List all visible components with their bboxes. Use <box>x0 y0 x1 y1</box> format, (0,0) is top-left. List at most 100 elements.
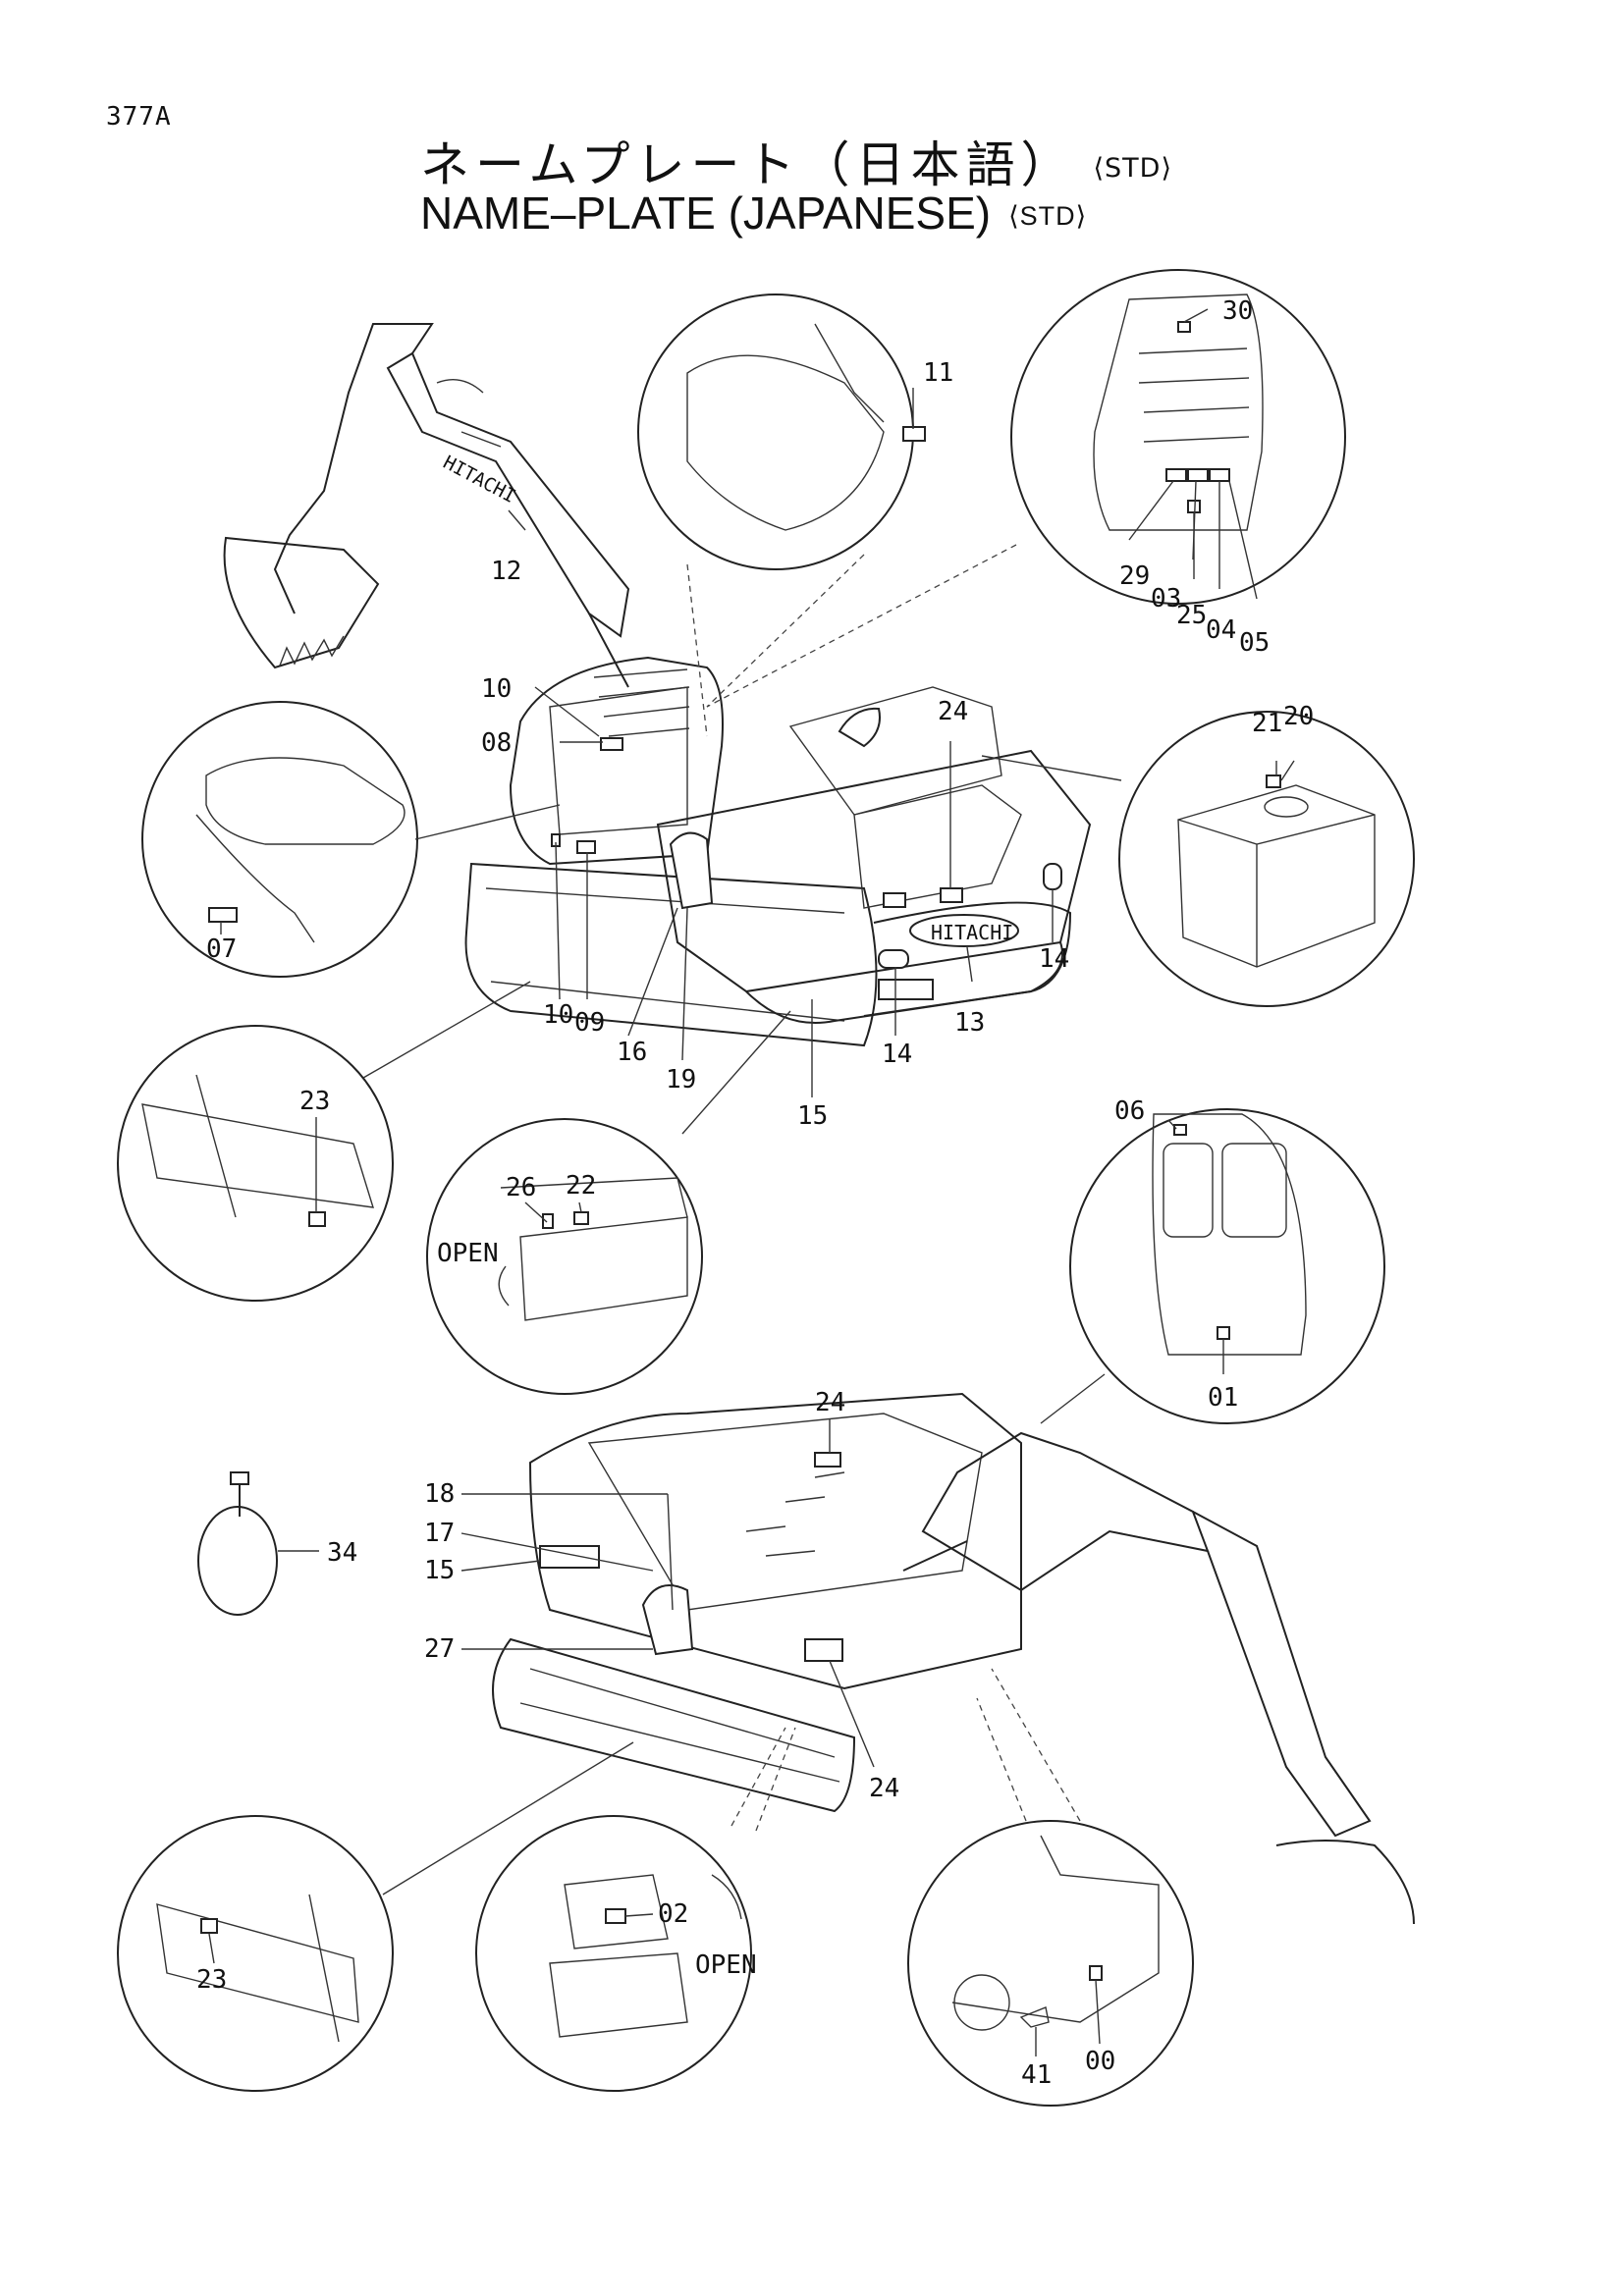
detail-circle-23a <box>117 1025 394 1302</box>
callout-41: 41 <box>1021 2060 1052 2090</box>
callout-15-upper: 15 <box>797 1101 828 1131</box>
upper-counterweight-base <box>745 941 1063 1024</box>
plate-11 <box>902 426 926 442</box>
callout-10-bottom: 10 <box>543 1000 573 1030</box>
lower-arm <box>1192 1511 1372 1838</box>
leader-00 <box>1095 1979 1101 2045</box>
upper-bucket <box>223 536 380 669</box>
plate-09 <box>576 840 596 854</box>
tag-34-clip <box>230 1471 249 1485</box>
leader-26 <box>524 1201 548 1223</box>
upper-track-lines <box>485 887 845 1022</box>
callout-24-upper: 24 <box>938 697 968 726</box>
plate-29 <box>1165 468 1187 482</box>
plate-16-19-panel <box>669 831 714 910</box>
plate-06 <box>1173 1124 1187 1136</box>
callout-20: 20 <box>1283 702 1314 731</box>
detail-02-lid <box>564 1874 669 1949</box>
upper-cab-guard <box>593 668 690 737</box>
tag-34-disc <box>197 1506 278 1616</box>
callout-14-right: 14 <box>1039 944 1069 974</box>
page-number: 377A <box>106 102 172 132</box>
hitachi-counterweight-text: HITACHI <box>931 921 1013 944</box>
callout-04: 04 <box>1206 615 1236 645</box>
detail-circle-track-lower <box>117 1741 634 2092</box>
detail-07-armrest <box>205 757 406 845</box>
callout-18: 18 <box>424 1479 455 1509</box>
plate-30 <box>1177 321 1191 333</box>
detail-box-top <box>500 1177 688 1218</box>
detail-23b-leader <box>382 1741 634 1896</box>
lower-excavator-illustration <box>492 1392 1415 1925</box>
detail-circle-controls <box>637 294 926 737</box>
callout-21: 21 <box>1252 709 1282 738</box>
plate-08 <box>600 737 623 751</box>
callout-13: 13 <box>954 1008 985 1038</box>
lower-engine-hood <box>587 1413 983 1611</box>
callout-08: 08 <box>481 728 512 758</box>
callout-01: 01 <box>1208 1383 1238 1413</box>
callout-17: 17 <box>424 1519 455 1548</box>
callout-09: 09 <box>574 1008 605 1038</box>
detail-circle-00 <box>907 1820 1194 2107</box>
upper-arm <box>273 323 434 614</box>
plate-26 <box>542 1213 554 1229</box>
plate-21 <box>1266 774 1281 788</box>
detail-00-frame <box>951 1835 1160 2023</box>
open-label-upper: OPEN <box>437 1239 499 1268</box>
callout-11: 11 <box>923 358 953 388</box>
upper-exhaust-cap <box>838 707 881 748</box>
lower-boom <box>921 1431 1210 1592</box>
callout-00: 00 <box>1085 2047 1115 2076</box>
hitachi-plate-counterweight <box>909 914 1019 947</box>
callout-24-lower: 24 <box>869 1774 899 1803</box>
plate-24-upper <box>940 887 963 903</box>
callout-15-lower: 15 <box>424 1556 455 1585</box>
upper-left-track <box>464 862 878 1047</box>
plate-17-18-27-panel <box>641 1584 694 1656</box>
plate-24-lower-box <box>804 1638 843 1662</box>
plate-14-right <box>1043 863 1062 890</box>
leader-17 <box>460 1532 654 1572</box>
lower-bucket <box>1275 1840 1415 1925</box>
std-tag-jp: ⟨STD⟩ <box>1093 153 1172 184</box>
detail-door-leader <box>1040 1373 1106 1424</box>
lower-boom-cylinder <box>902 1540 968 1572</box>
plate-23a <box>308 1211 326 1227</box>
upper-boom-cylinder <box>588 613 629 688</box>
leader-24c <box>829 1660 875 1768</box>
detail-cab-frame <box>1093 294 1264 531</box>
leader-12 <box>508 509 526 531</box>
callout-05: 05 <box>1239 628 1270 658</box>
upper-cab <box>509 656 724 866</box>
callout-07: 07 <box>206 934 237 964</box>
callout-30: 30 <box>1222 296 1253 326</box>
title-english-text: NAME–PLATE (JAPANESE) <box>420 187 992 239</box>
title-english: NAME–PLATE (JAPANESE)⟨STD⟩ <box>420 187 1087 240</box>
leader-23b <box>208 1933 215 1964</box>
detail-02-leaders <box>730 1727 796 1832</box>
detail-07-side <box>195 814 315 943</box>
detail-circle-box <box>426 1010 791 1395</box>
plate-22 <box>573 1211 589 1225</box>
leader-13 <box>966 946 973 983</box>
callout-26: 26 <box>506 1173 536 1202</box>
detail-door-window-left <box>1163 1143 1214 1238</box>
upper-counterweight <box>863 901 1072 1017</box>
upper-engine-hood <box>788 686 1002 816</box>
detail-23a-frame <box>141 1103 374 1208</box>
detail-23a-strap <box>195 1074 237 1218</box>
leader-19 <box>681 907 688 1061</box>
lower-track-lines <box>519 1668 840 1783</box>
plate-15-upper <box>878 979 934 1000</box>
callout-12: 12 <box>491 557 521 586</box>
open-arrow-2 <box>711 1874 742 1920</box>
plate-01 <box>1217 1326 1230 1340</box>
lower-hood-vents <box>745 1471 845 1557</box>
callout-numbers: 12 10 08 10 09 16 19 15 14 13 14 24 11 3… <box>196 296 1314 2090</box>
detail-circle-armrest <box>141 701 561 978</box>
title-japanese-text: ネームプレート（日本語） <box>420 136 1076 193</box>
leader-02 <box>624 1913 654 1917</box>
upper-body <box>656 749 1092 993</box>
callout-24-middle: 24 <box>815 1388 845 1417</box>
